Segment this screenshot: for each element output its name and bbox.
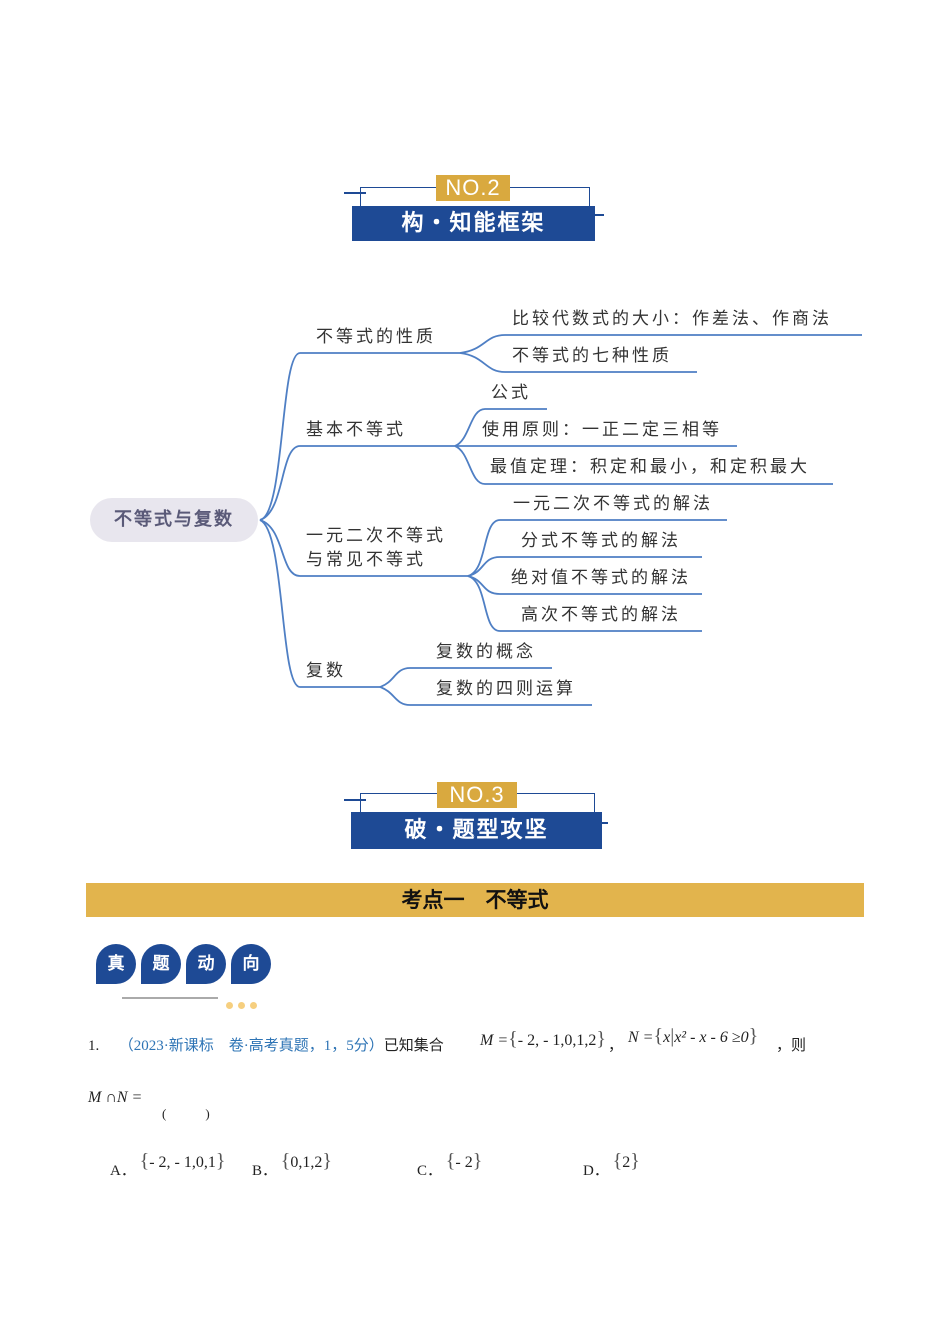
badge-underline — [122, 997, 218, 999]
branch-label-complex: 复数 — [306, 661, 346, 681]
leaf-compare-size: 比较代数式的大小：作差法、作商法 — [512, 309, 832, 329]
badge-char-xiang: 向 — [231, 944, 271, 984]
topic-title-bar: 考点一 不等式 — [86, 883, 864, 917]
option-d[interactable]: D． {2} — [583, 1150, 640, 1179]
option-a[interactable]: A． {- 2, - 1,0,1} — [110, 1150, 226, 1179]
branch-label-properties: 不等式的性质 — [316, 327, 436, 347]
option-c-label: C． — [417, 1163, 443, 1179]
badge-char-zhen: 真 — [96, 944, 136, 984]
branch-label-quadratic-line1: 一元二次不等式 — [306, 526, 446, 546]
answer-paren: ( ) — [162, 1106, 210, 1121]
branch-label-basic-inequality: 基本不等式 — [306, 420, 406, 440]
intersection-lhs: M ∩N = — [88, 1089, 143, 1106]
section-number: NO.2 — [436, 175, 510, 201]
leaf-formula: 公式 — [491, 383, 531, 403]
header-tick-right — [592, 214, 604, 216]
option-a-label: A． — [110, 1163, 136, 1179]
leaf-complex-concept: 复数的概念 — [436, 642, 536, 662]
set-m-elements: - 2, - 1,0,1,2 — [517, 1032, 597, 1049]
leaf-extremum-theorem: 最值定理：积定和最小，和定积最大 — [490, 457, 810, 477]
leaf-complex-operations: 复数的四则运算 — [436, 679, 576, 699]
set-n-lhs: N = — [628, 1029, 654, 1046]
header-tick-right — [596, 822, 608, 824]
section-header-no2: NO.2 构・知能框架 — [344, 175, 604, 255]
set-m-expression: M ={- 2, - 1,0,1,2} — [480, 1028, 606, 1050]
comma-separator: ， — [608, 1038, 624, 1054]
set-n-expression: N ={x|x² - x - 6 ≥0} — [628, 1025, 759, 1047]
option-c-value: - 2 — [455, 1154, 473, 1171]
question-1-line1: 1. （2023·新课标 卷·高考真题，1，5分）已知集合 — [88, 1034, 444, 1055]
badge-char-dong: 动 — [186, 944, 226, 984]
leaf-usage-principle: 使用原则：一正二定三相等 — [482, 420, 722, 440]
leaf-fractional-solution: 分式不等式的解法 — [521, 531, 681, 551]
option-c[interactable]: C． {- 2} — [417, 1150, 483, 1179]
question-stem-suffix: ，则 — [776, 1038, 807, 1054]
set-m-lhs: M = — [480, 1032, 509, 1049]
section-title: 构・知能框架 — [352, 206, 595, 241]
header-tick-left — [344, 799, 366, 801]
option-b[interactable]: B． {0,1,2} — [252, 1150, 332, 1179]
set-n-condition: x² - x - 6 ≥0 — [674, 1029, 749, 1046]
set-n-var: x — [663, 1029, 671, 1046]
badge-dots-icon — [226, 994, 262, 1013]
branch-label-quadratic-line2: 与常见不等式 — [306, 550, 426, 570]
mindmap-root-node: 不等式与复数 — [90, 498, 258, 542]
option-b-label: B． — [252, 1163, 278, 1179]
leaf-quadratic-solution: 一元二次不等式的解法 — [513, 494, 713, 514]
mindmap-connectors — [259, 334, 862, 706]
option-a-value: - 2, - 1,0,1 — [149, 1154, 216, 1171]
question-number: 1. — [88, 1038, 100, 1054]
question-stem-prefix: 已知集合 — [383, 1038, 444, 1054]
question-source: （2023·新课标 卷·高考真题，1，5分） — [118, 1038, 384, 1054]
leaf-absolute-solution: 绝对值不等式的解法 — [511, 568, 691, 588]
badge-char-ti: 题 — [141, 944, 181, 984]
section-title: 破・题型攻坚 — [351, 812, 602, 849]
option-d-value: 2 — [622, 1154, 631, 1171]
section-number: NO.3 — [437, 782, 517, 808]
header-tick-left — [344, 192, 366, 194]
leaf-seven-properties: 不等式的七种性质 — [512, 346, 672, 366]
option-d-label: D． — [583, 1163, 609, 1179]
option-b-value: 0,1,2 — [290, 1154, 323, 1171]
section-header-no3: NO.3 破・题型攻坚 — [344, 782, 608, 862]
intersection-expression: M ∩N = — [88, 1089, 142, 1107]
leaf-higher-degree-solution: 高次不等式的解法 — [521, 605, 681, 625]
